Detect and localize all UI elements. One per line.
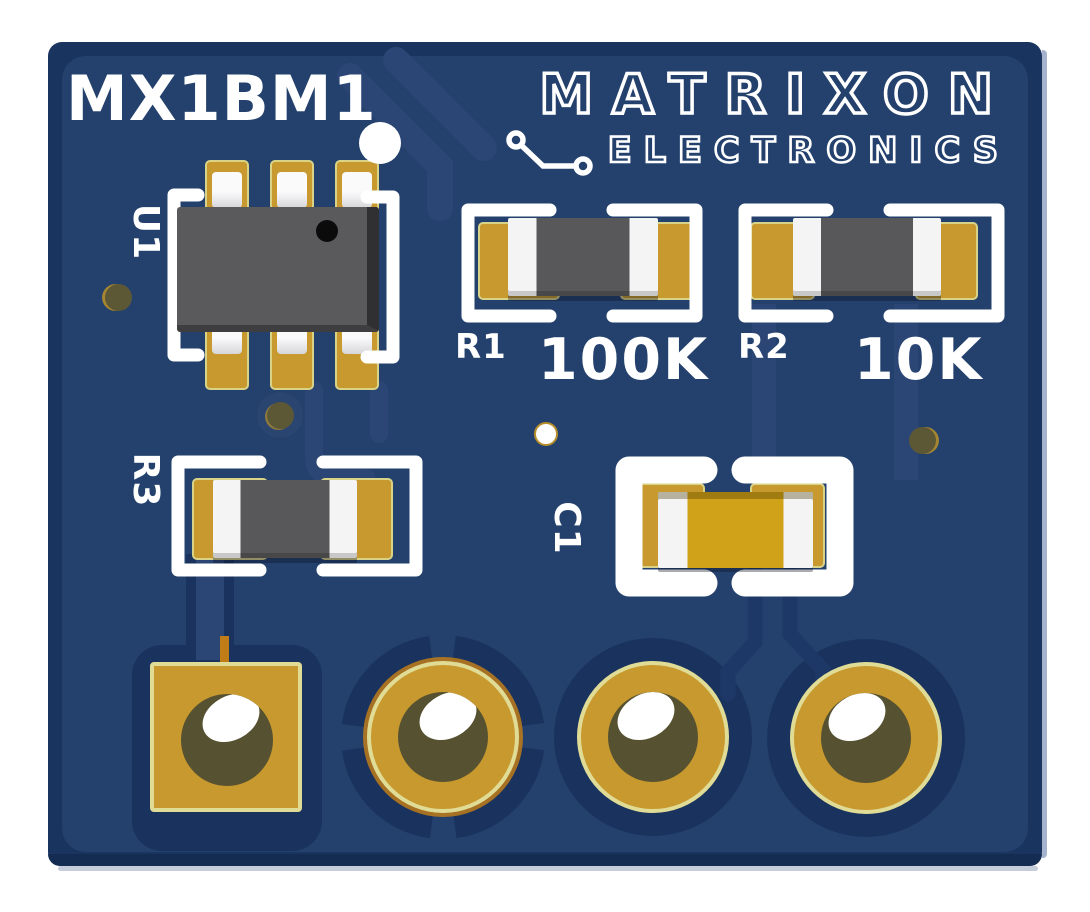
via: [267, 402, 294, 429]
ref-r2: R2: [738, 327, 790, 367]
resistor-r1: [508, 218, 658, 296]
through-hole-pad-2: [367, 661, 519, 813]
u1-pin: [277, 172, 307, 208]
board-name: MX1BM1: [66, 62, 377, 135]
board-side-edge: [1042, 50, 1047, 858]
filled-via: [534, 422, 558, 446]
circuit-board: MX1BM1 MATRIXON ELECTRONICS U1 R1 100K R…: [48, 42, 1047, 871]
value-r1: 100K: [538, 327, 710, 393]
ref-r1: R1: [455, 327, 507, 367]
board-bottom-edge: [58, 866, 1038, 871]
capacitor-c1: [658, 492, 813, 568]
hole-highlight: [411, 692, 485, 750]
copper-trace-group-light: [305, 47, 918, 487]
pad1-hole: [181, 694, 273, 786]
pad4-hole: [821, 693, 911, 783]
via: [105, 284, 132, 311]
board-bottom-shade: [48, 854, 1042, 866]
silkscreen-dot: [359, 122, 401, 164]
hole-highlight: [194, 694, 268, 752]
ref-c1: C1: [546, 501, 587, 555]
pad3-hole: [608, 692, 698, 782]
exposed-trace: [220, 636, 229, 664]
circuit-trace-logo-icon: [506, 130, 593, 176]
ic-u1: [177, 207, 379, 332]
brand-subtitle: ELECTRONICS: [606, 131, 1010, 171]
u1-pin: [212, 172, 242, 208]
pad2-hole: [398, 692, 488, 782]
resistor-r3: [213, 480, 357, 558]
ref-u1: U1: [125, 203, 166, 261]
brand-name: MATRIXON: [538, 63, 1012, 126]
resistor-r2: [793, 218, 941, 296]
pin1-marker-dot: [316, 220, 338, 242]
ref-r3: R3: [125, 452, 166, 508]
via: [909, 427, 936, 454]
silkscreen-outlines: [167, 188, 1005, 597]
trace-to-pad1: [196, 560, 224, 660]
value-r2: 10K: [854, 327, 984, 393]
